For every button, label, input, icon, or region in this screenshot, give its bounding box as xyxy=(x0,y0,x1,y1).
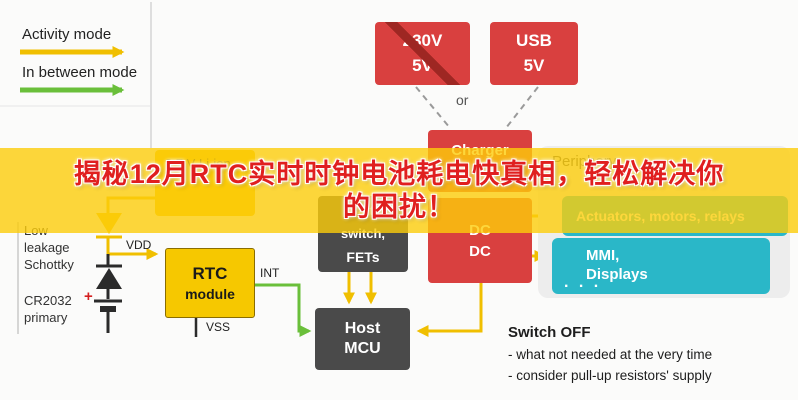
usb-block: USB 5V xyxy=(490,22,578,85)
legend-arrows xyxy=(20,46,125,96)
diode-icon xyxy=(96,268,122,289)
rtc-module-block: RTC module xyxy=(165,248,255,318)
mmi-line1: MMI, xyxy=(586,247,620,264)
schottky-line3: Schottky xyxy=(24,257,74,272)
mains-line2: 5V xyxy=(412,56,433,75)
frame-lines xyxy=(0,2,152,334)
battery-circuit xyxy=(94,196,198,337)
mcu-line2: MCU xyxy=(344,340,381,357)
mmi-displays-block: MMI, Displays xyxy=(552,238,770,294)
mcu-line1: Host xyxy=(344,320,381,337)
headline-line1: 揭秘12月RTC实时时钟电池耗电快真相，轻松解决你 xyxy=(73,158,725,189)
vdd-label: VDD xyxy=(126,238,152,252)
usb-line1: USB xyxy=(516,31,552,50)
source-dashed-lines xyxy=(415,86,539,129)
mains-line1: 230V xyxy=(402,31,443,50)
switch-off-item-1: - what not needed at the very time xyxy=(508,347,713,362)
mains-230v-block: 230V 5V xyxy=(375,22,470,85)
rtc-line1: RTC xyxy=(192,264,228,283)
coin-line1: CR2032 xyxy=(24,293,72,308)
periphery-ellipsis: . . . xyxy=(564,274,602,291)
battery-switch-line3: FETs xyxy=(346,249,380,265)
switch-off-notes: Switch OFF - what not needed at the very… xyxy=(508,324,793,383)
rtc-line2: module xyxy=(185,286,235,302)
usb-line2: 5V xyxy=(523,56,545,75)
legend-activity-label: Activity mode xyxy=(22,26,112,43)
switch-off-item-2: - consider pull-up resistors' supply xyxy=(508,368,712,383)
switch-off-title: Switch OFF xyxy=(508,324,591,341)
mmi-line2: Displays xyxy=(586,266,648,283)
dcdc-line2: DC xyxy=(469,242,491,260)
coin-line2: primary xyxy=(24,310,68,325)
headline-line2: 的困扰！ xyxy=(343,191,455,222)
coin-cell-note: CR2032 primary xyxy=(24,292,72,326)
host-mcu-block: Host MCU xyxy=(315,308,410,370)
battery-plus-sign: + xyxy=(84,288,93,305)
int-label: INT xyxy=(260,266,280,280)
vss-label: VSS xyxy=(206,320,231,334)
int-line xyxy=(255,283,312,337)
legend-between-label: In between mode xyxy=(22,64,138,81)
headline-banner: 揭秘12月RTC实时时钟电池耗电快真相，轻松解决你 的困扰！ xyxy=(0,148,798,233)
schottky-line2: leakage xyxy=(24,240,70,255)
or-label: or xyxy=(456,92,469,108)
